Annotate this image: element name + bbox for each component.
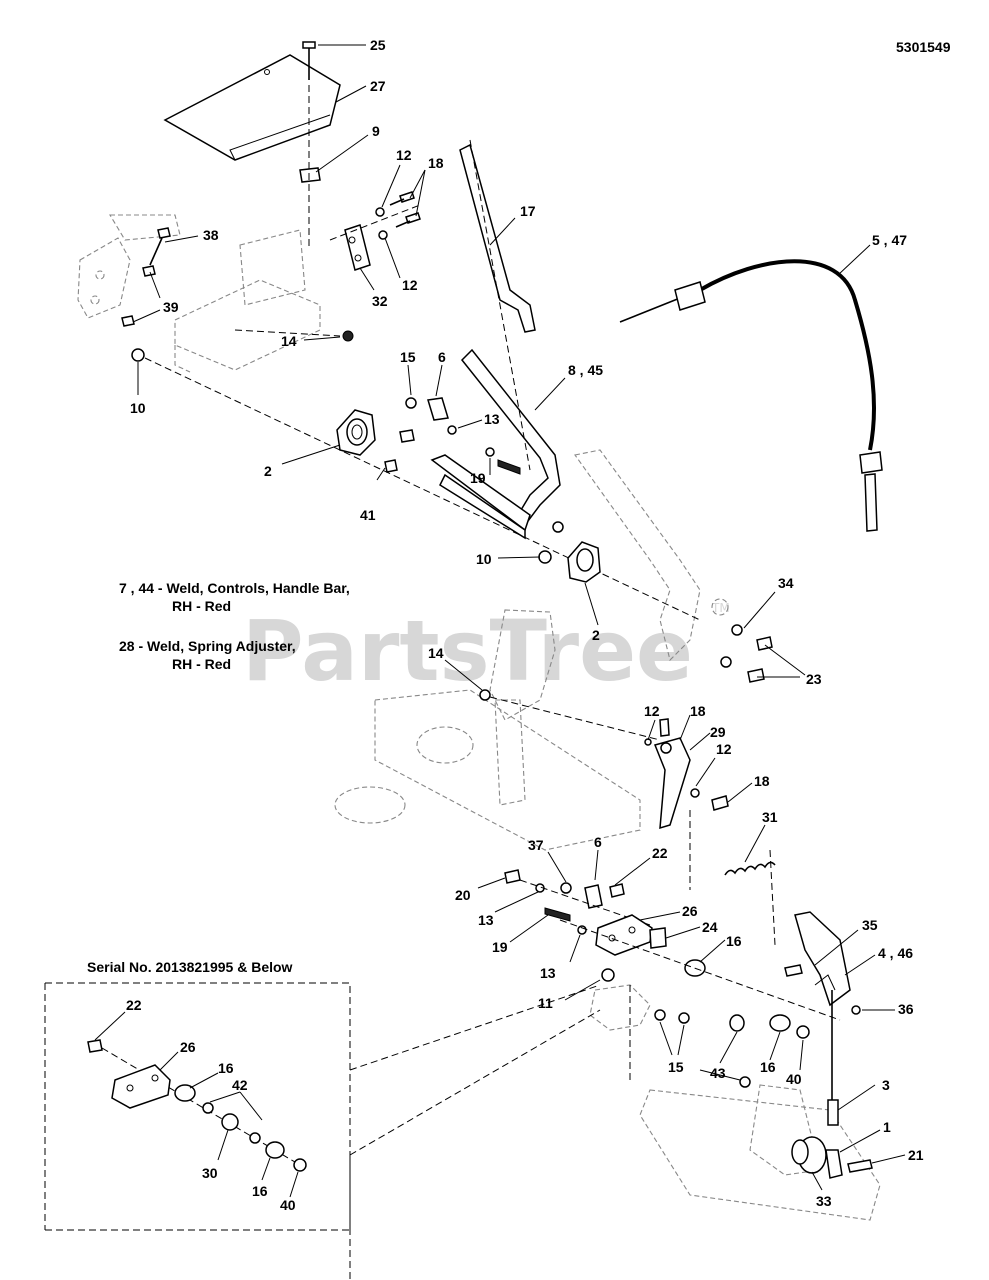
callout-12b: 12 <box>402 277 418 293</box>
callout-24: 24 <box>702 919 718 935</box>
callout-12: 12 <box>396 147 412 163</box>
callout-36: 36 <box>898 1001 914 1017</box>
callout-15b: 15 <box>668 1059 684 1075</box>
note-2-line-2: RH - Red <box>172 656 231 672</box>
cable-assembly <box>619 259 883 532</box>
callout-37: 37 <box>528 837 544 853</box>
callout-6: 6 <box>438 349 446 365</box>
callout-4-46: 4 , 46 <box>878 945 913 961</box>
callout-13: 13 <box>484 411 500 427</box>
callout-43: 43 <box>710 1065 726 1081</box>
callout-18: 18 <box>428 155 444 171</box>
callout-31: 31 <box>762 809 778 825</box>
callout-35: 35 <box>862 917 878 933</box>
callout-19b: 19 <box>492 939 508 955</box>
callout-26: 26 <box>682 903 698 919</box>
callout-39: 39 <box>163 299 179 315</box>
callout-5-47: 5 , 47 <box>872 232 907 248</box>
callout-34: 34 <box>778 575 794 591</box>
callout-22: 22 <box>652 845 668 861</box>
callout-18c: 18 <box>754 773 770 789</box>
callout-41: 41 <box>360 507 376 523</box>
callout-6b: 6 <box>594 834 602 850</box>
callout-inset-30: 30 <box>202 1165 218 1181</box>
callout-27: 27 <box>370 78 386 94</box>
callout-inset-16: 16 <box>218 1060 234 1076</box>
callout-11: 11 <box>538 995 553 1011</box>
callout-16b: 16 <box>760 1059 776 1075</box>
callout-25: 25 <box>370 37 386 53</box>
callout-9: 9 <box>372 123 380 139</box>
callout-3: 3 <box>882 1077 890 1093</box>
upper-assembly <box>121 41 773 683</box>
callout-20: 20 <box>455 887 471 903</box>
callout-12d: 12 <box>716 741 732 757</box>
callout-12c: 12 <box>644 703 660 719</box>
callout-19: 19 <box>470 470 486 486</box>
callout-40: 40 <box>786 1071 802 1087</box>
callout-14: 14 <box>281 333 297 349</box>
diagram-number: 5301549 <box>896 39 951 55</box>
callout-38: 38 <box>203 227 219 243</box>
callout-inset-26: 26 <box>180 1039 196 1055</box>
callout-33: 33 <box>816 1193 832 1209</box>
inset-box <box>44 982 601 1280</box>
callout-16: 16 <box>726 933 742 949</box>
callout-10b: 10 <box>476 551 492 567</box>
callout-13b: 13 <box>478 912 494 928</box>
callout-labels: 25 27 9 12 18 17 5 , 47 38 32 12 39 14 1… <box>126 37 924 1213</box>
callout-32: 32 <box>372 293 388 309</box>
inset-title: Serial No. 2013821995 & Below <box>87 959 293 975</box>
callout-23b: 23 <box>806 671 822 687</box>
callout-inset-42: 42 <box>232 1077 248 1093</box>
leader-lines <box>94 44 906 1198</box>
callout-2: 2 <box>264 463 272 479</box>
callout-17: 17 <box>520 203 536 219</box>
notes: 7 , 44 - Weld, Controls, Handle Bar, RH … <box>87 580 350 975</box>
callout-21: 21 <box>908 1147 924 1163</box>
callout-8-45: 8 , 45 <box>568 362 603 378</box>
callout-inset-22: 22 <box>126 997 142 1013</box>
note-1-line-2: RH - Red <box>172 598 231 614</box>
callout-18b: 18 <box>690 703 706 719</box>
note-1-line-1: 7 , 44 - Weld, Controls, Handle Bar, <box>119 580 350 596</box>
callout-13c: 13 <box>540 965 556 981</box>
callout-29: 29 <box>710 724 726 740</box>
callout-10: 10 <box>130 400 146 416</box>
middle-assembly <box>479 689 873 1179</box>
callout-23: 23 <box>806 671 822 687</box>
watermark-tm: TM <box>711 601 730 615</box>
callout-inset-16b: 16 <box>252 1183 268 1199</box>
callout-inset-40: 40 <box>280 1197 296 1213</box>
callout-15: 15 <box>400 349 416 365</box>
callout-1: 1 <box>883 1119 891 1135</box>
callout-14b: 14 <box>428 645 444 661</box>
note-2-line-1: 28 - Weld, Spring Adjuster, <box>119 638 296 654</box>
watermark-text: PartsTree <box>242 602 693 700</box>
callout-2b: 2 <box>592 627 600 643</box>
